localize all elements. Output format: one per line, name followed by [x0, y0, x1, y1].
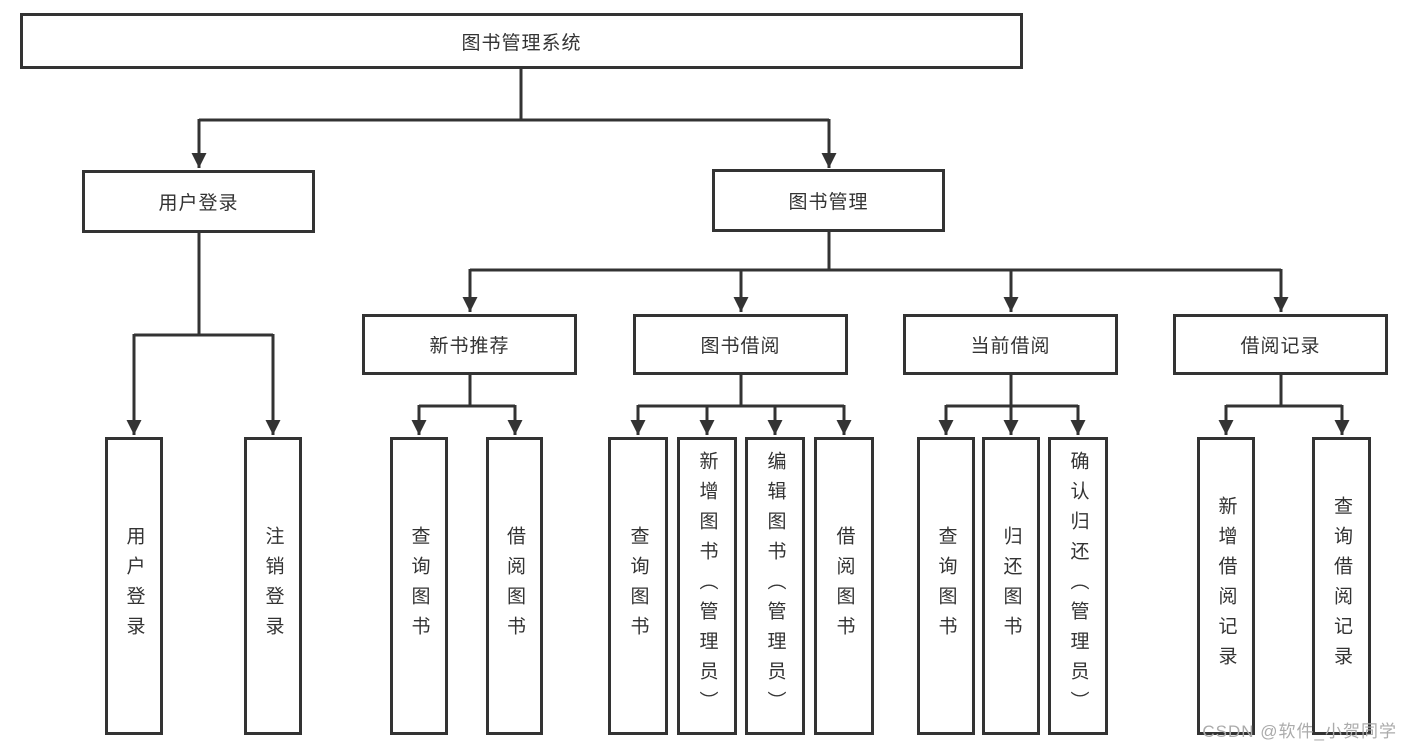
node-new-book-recommend: 新书推荐 — [362, 314, 577, 375]
node-confirm-return-admin: 确认归还（管理员） — [1048, 437, 1108, 735]
node-query-books-borrow: 查询图书 — [608, 437, 668, 735]
node-current-borrow: 当前借阅 — [903, 314, 1118, 375]
node-book-borrow: 图书借阅 — [633, 314, 848, 375]
node-borrow-books-recommend: 借阅图书 — [486, 437, 543, 735]
node-user-login-leaf: 用户登录 — [105, 437, 163, 735]
node-root-system: 图书管理系统 — [20, 13, 1023, 69]
node-add-borrow-record: 新增借阅记录 — [1197, 437, 1255, 735]
node-return-book: 归还图书 — [982, 437, 1040, 735]
node-edit-book-admin: 编辑图书（管理员） — [745, 437, 805, 735]
node-query-books-current: 查询图书 — [917, 437, 975, 735]
node-borrow-books-leaf: 借阅图书 — [814, 437, 874, 735]
node-book-management: 图书管理 — [712, 169, 945, 232]
node-add-book-admin: 新增图书（管理员） — [677, 437, 737, 735]
node-query-books-recommend: 查询图书 — [390, 437, 448, 735]
node-query-borrow-record: 查询借阅记录 — [1312, 437, 1371, 735]
node-borrow-records: 借阅记录 — [1173, 314, 1388, 375]
node-logout: 注销登录 — [244, 437, 302, 735]
node-user-login: 用户登录 — [82, 170, 315, 233]
